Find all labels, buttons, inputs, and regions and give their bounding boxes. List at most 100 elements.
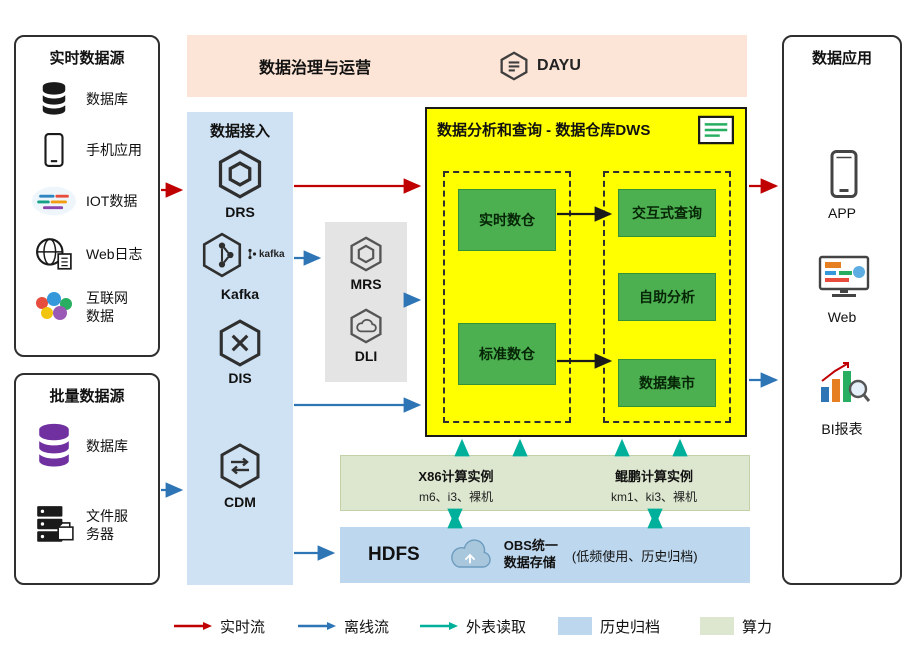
bi-report-icon — [821, 362, 871, 402]
kafka-logo-icon — [248, 248, 257, 260]
ingestion-item-cdm-label: CDM — [224, 494, 256, 510]
dws-service-group: 交互式查询 自助分析 数据集市 — [603, 171, 731, 423]
database-icon — [30, 81, 78, 117]
legend-history: 历史归档 — [558, 614, 660, 638]
compute-instances-bar: X86计算实例 m6、i3、裸机 鲲鹏计算实例 km1、ki3、裸机 — [340, 455, 750, 511]
realtime-sources-title: 实时数据源 — [49, 50, 125, 67]
kunpeng-compute-title: 鲲鹏计算实例 — [614, 469, 693, 484]
mobile-phone-icon — [30, 133, 78, 167]
governance-title: 数据治理与运营 — [259, 60, 372, 77]
source-item-file-server: 文件服务器 — [30, 503, 134, 547]
legend-realtime-arrow-icon — [174, 622, 212, 630]
drs-hexagon-icon — [218, 149, 262, 199]
web-monitor-icon — [818, 255, 870, 297]
dli-hexagon-icon — [350, 308, 382, 344]
legend-offline-label: 离线流 — [344, 618, 390, 636]
kafka-hexagon-icon — [202, 232, 242, 278]
ingestion-item-kafka-label: Kafka — [220, 286, 260, 302]
source-item-iot: IOT数据 — [30, 185, 137, 217]
legend-history-label: 历史归档 — [600, 618, 661, 636]
obs-storage-line1: OBS统一 — [503, 538, 558, 554]
obs-storage-line2: 数据存储 — [503, 555, 556, 570]
application-item-bi-label: BI报表 — [821, 421, 863, 437]
cdm-hexagon-icon — [220, 443, 260, 489]
dws-box-label: 自助分析 — [639, 289, 695, 305]
obs-cloud-icon — [446, 539, 494, 571]
source-item-batch-database: 数据库 — [30, 423, 128, 469]
x86-compute-title: X86计算实例 — [418, 469, 494, 484]
source-item-label: 数据库 — [86, 90, 128, 107]
data-ingestion-panel: 数据接入 DRS kafka Kafka DI — [187, 112, 293, 585]
x86-compute-sub: m6、i3、裸机 — [418, 490, 493, 504]
dws-box-label: 数据集市 — [639, 375, 695, 391]
application-item-app-label: APP — [827, 205, 856, 221]
processing-panel: MRS DLI — [325, 222, 407, 382]
app-phone-icon — [830, 150, 858, 198]
dws-box-interactive-query: 交互式查询 — [618, 189, 716, 237]
dayu-hexagon-icon — [500, 51, 528, 81]
applications-panel: 数据应用 APP Web BI报表 — [782, 35, 902, 585]
batch-sources-title: 批量数据源 — [49, 388, 125, 405]
storage-bar: HDFS OBS统一 数据存储 (低频使用、历史归档) — [340, 527, 750, 583]
applications-title: 数据应用 — [811, 50, 872, 67]
legend-external-arrow-icon — [420, 622, 458, 630]
globe-document-icon — [30, 237, 78, 271]
source-item-label: IOT数据 — [86, 192, 138, 209]
iot-wordcloud-icon — [30, 185, 78, 217]
governance-banner: 数据治理与运营 DAYU — [187, 35, 747, 97]
hdfs-label: HDFS — [368, 544, 420, 565]
source-item-label: 文件服务器 — [86, 507, 128, 542]
dws-box-standard-warehouse: 标准数仓 — [458, 323, 556, 385]
kafka-logo: kafka — [247, 248, 285, 260]
processing-item-mrs-label: MRS — [350, 276, 382, 292]
legend-compute: 算力 — [700, 614, 772, 638]
dws-box-realtime-warehouse: 实时数仓 — [458, 189, 556, 251]
file-server-icon — [30, 503, 78, 547]
kunpeng-compute-group: 鲲鹏计算实例 km1、ki3、裸机 — [569, 466, 739, 505]
legend-compute-swatch — [700, 617, 734, 635]
source-item-internet: 互联网数据 — [30, 289, 134, 325]
source-item-label: 数据库 — [86, 437, 128, 454]
legend-compute-label: 算力 — [742, 618, 773, 636]
dws-box-label: 交互式查询 — [632, 205, 702, 221]
legend-external: 外表读取 — [420, 614, 526, 638]
source-item-label: 手机应用 — [86, 141, 142, 158]
kafka-logo-text: kafka — [259, 248, 285, 260]
source-item-weblog: Web日志 — [30, 237, 143, 271]
dws-box-data-mart: 数据集市 — [618, 359, 716, 407]
dws-panel: 数据分析和查询 - 数据仓库DWS 实时数仓 标准数仓 交互式查询 自助分析 数… — [425, 107, 747, 437]
dayu-logo-text: DAYU — [537, 57, 581, 74]
legend-realtime-label: 实时流 — [220, 618, 266, 636]
ingestion-title: 数据接入 — [209, 123, 270, 140]
mrs-hexagon-icon — [350, 236, 382, 272]
dws-box-label: 实时数仓 — [479, 212, 535, 228]
kunpeng-compute-sub: km1、ki3、裸机 — [610, 490, 697, 504]
source-item-label: 互联网数据 — [86, 290, 128, 325]
source-item-label: Web日志 — [86, 245, 143, 262]
dws-warehouse-group: 实时数仓 标准数仓 — [443, 171, 571, 423]
dws-title: 数据分析和查询 - 数据仓库DWS — [437, 122, 651, 139]
legend-history-swatch — [558, 617, 592, 635]
obs-storage-label: OBS统一 数据存储 — [504, 538, 558, 572]
legend: 实时流 离线流 外表读取 历史归档 算力 — [0, 614, 914, 642]
ingestion-item-dis-label: DIS — [228, 370, 252, 386]
x86-compute-group: X86计算实例 m6、i3、裸机 — [371, 466, 541, 505]
dis-hexagon-icon — [219, 319, 261, 367]
legend-offline-arrow-icon — [298, 622, 336, 630]
storage-note: (低频使用、历史归档) — [571, 548, 698, 564]
dws-box-label: 标准数仓 — [479, 346, 535, 362]
database-purple-icon — [30, 423, 78, 469]
source-item-mobile: 手机应用 — [30, 133, 142, 167]
source-item-database: 数据库 — [30, 81, 128, 117]
dayu-logo: DAYU — [499, 51, 581, 81]
processing-item-dli-label: DLI — [354, 348, 378, 364]
batch-sources-panel: 批量数据源 数据库 — [14, 373, 160, 585]
report-document-icon — [698, 115, 734, 145]
dws-box-self-analysis: 自助分析 — [618, 273, 716, 321]
legend-realtime: 实时流 — [174, 614, 265, 638]
internet-logos-icon — [30, 291, 78, 323]
application-item-web-label: Web — [827, 309, 857, 325]
legend-offline: 离线流 — [298, 614, 389, 638]
ingestion-item-drs-label: DRS — [225, 204, 255, 220]
